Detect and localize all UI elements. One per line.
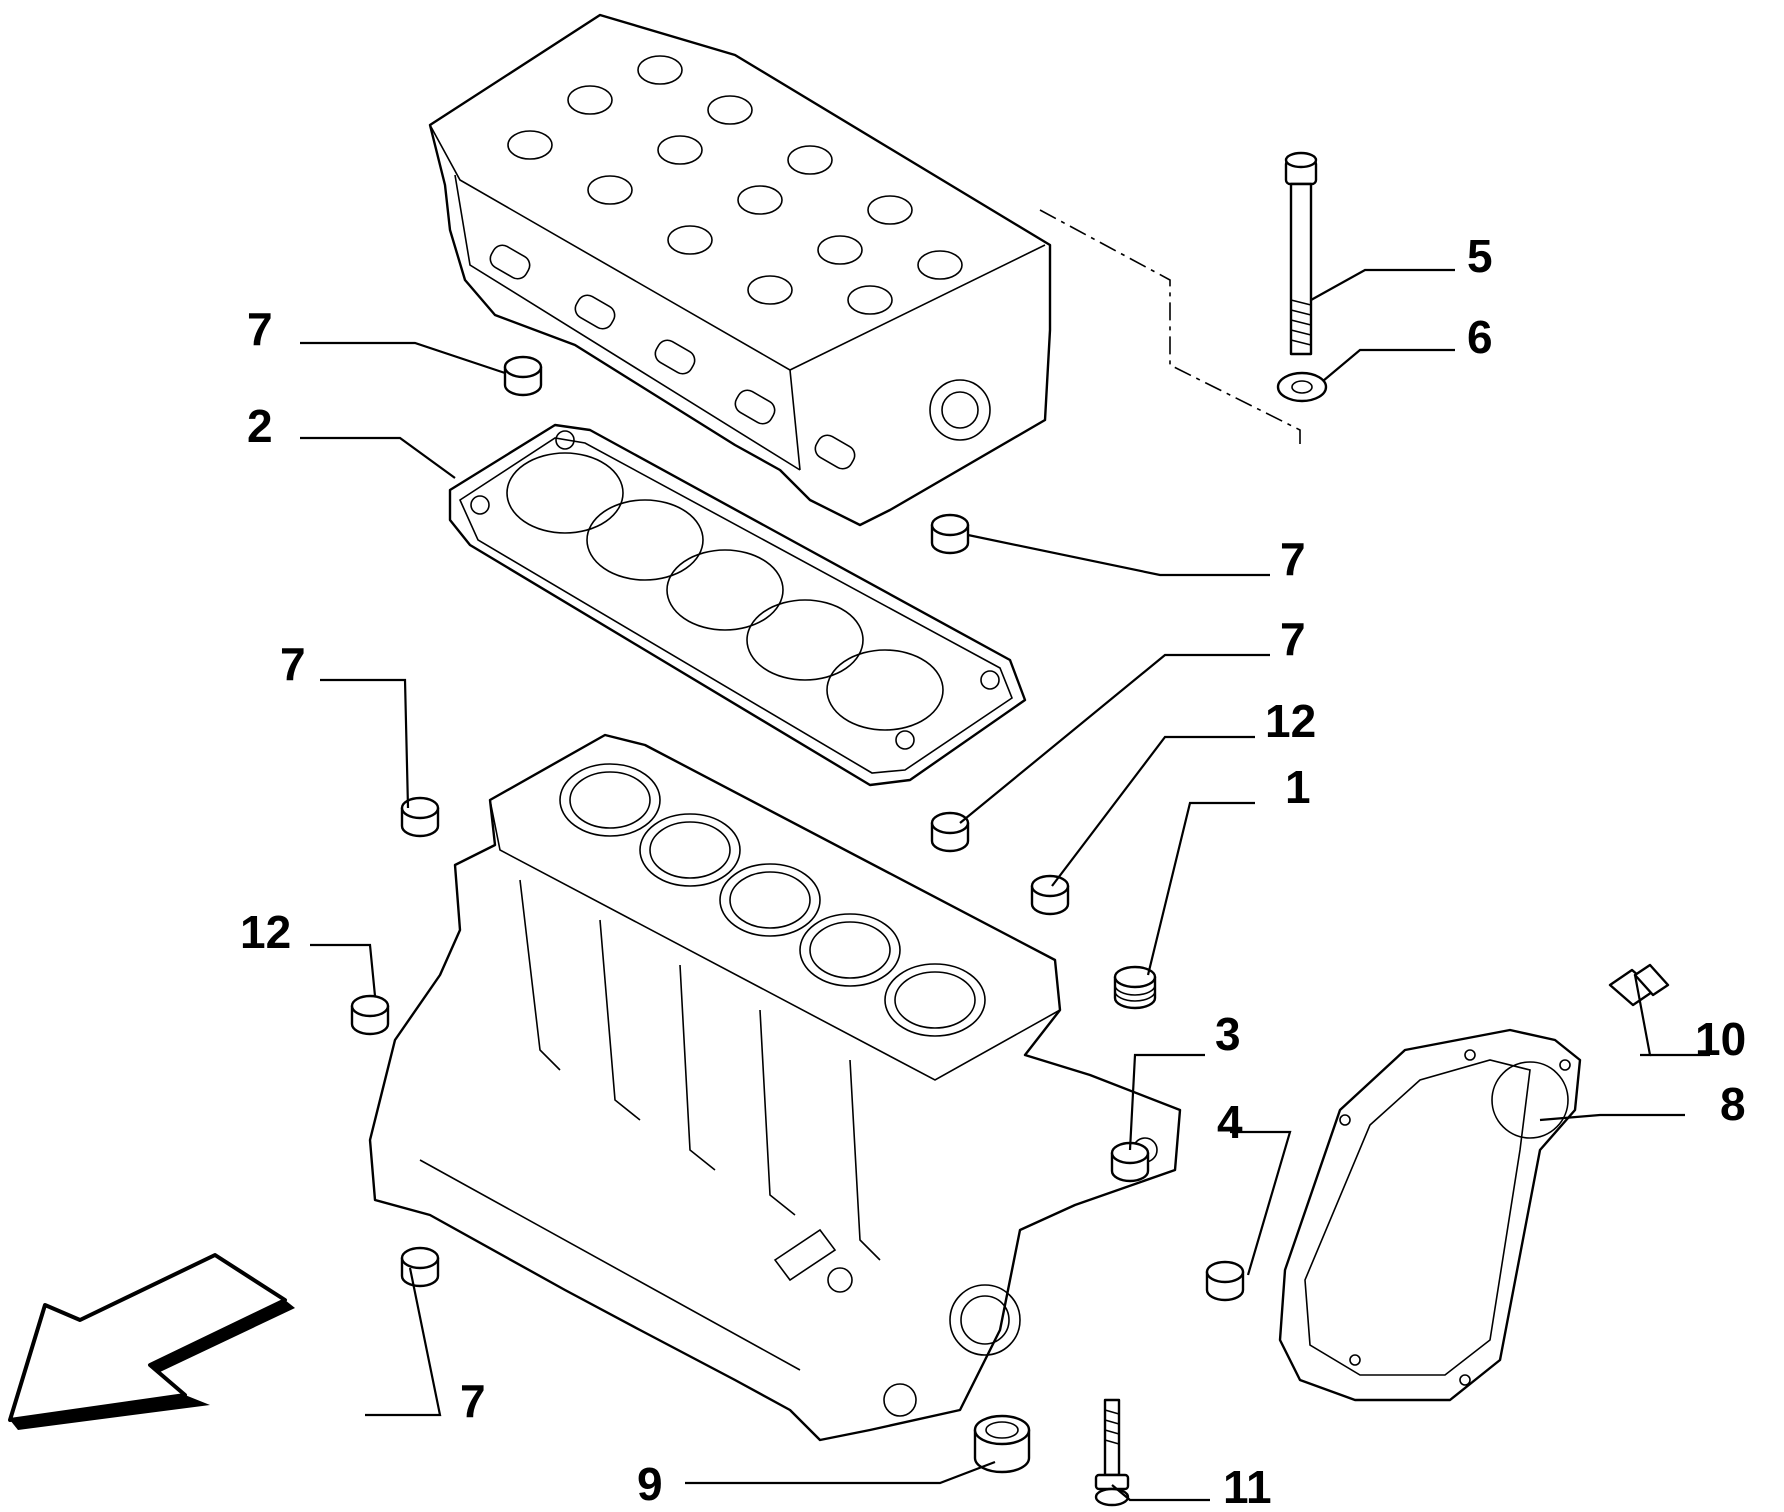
seal-ring-9: [973, 1414, 1031, 1474]
callout-2: 2: [247, 400, 273, 452]
callout-6: 6: [1467, 311, 1493, 363]
dowel-bushing-7b: [930, 513, 970, 555]
bolt-10: [1608, 963, 1670, 1007]
callout-4: 4: [1217, 1096, 1243, 1148]
callout-3: 3: [1215, 1008, 1241, 1060]
callout-12b: 12: [240, 906, 291, 958]
dowel-bushing-12b: [350, 994, 390, 1036]
engine-block: [368, 733, 1182, 1442]
callout-9: 9: [637, 1458, 663, 1510]
callout-7a: 7: [247, 303, 273, 355]
dowel-bushing-7a: [503, 355, 543, 397]
rear-cover-plate: [1278, 1028, 1582, 1402]
head-gasket: [448, 423, 1027, 787]
front-direction-arrow-icon: [8, 1253, 295, 1430]
washer-6: [1276, 371, 1328, 403]
callout-7c: 7: [1280, 613, 1306, 665]
dowel-bushing-7c: [400, 796, 440, 838]
alignment-line: [1039, 209, 1301, 445]
dowel-bushing-7e: [400, 1246, 440, 1288]
dowel-bushing-7d: [930, 811, 970, 853]
bolt-11: [1094, 1398, 1130, 1507]
callout-labels: 7 2 5 6 7 7 7 12 1 12 3 4 10 8 7 9 11: [240, 230, 1746, 1512]
callout-7b: 7: [1280, 533, 1306, 585]
dowel-bushing-12a: [1030, 874, 1070, 916]
callout-11: 11: [1223, 1461, 1272, 1512]
cylinder-head: [428, 13, 1052, 527]
callout-12a: 12: [1265, 695, 1316, 747]
head-bolt-5: [1284, 151, 1318, 356]
dowel-bushing-3: [1110, 1141, 1150, 1183]
callout-7d: 7: [280, 638, 306, 690]
leader-lines: [300, 268, 1710, 1502]
dowel-bushing-4: [1205, 1260, 1245, 1302]
callout-7e: 7: [460, 1375, 486, 1427]
callout-10: 10: [1695, 1013, 1746, 1065]
callout-5: 5: [1467, 230, 1493, 282]
callout-8: 8: [1720, 1078, 1746, 1130]
threaded-plug-1: [1113, 965, 1157, 1010]
callout-1: 1: [1285, 761, 1311, 813]
